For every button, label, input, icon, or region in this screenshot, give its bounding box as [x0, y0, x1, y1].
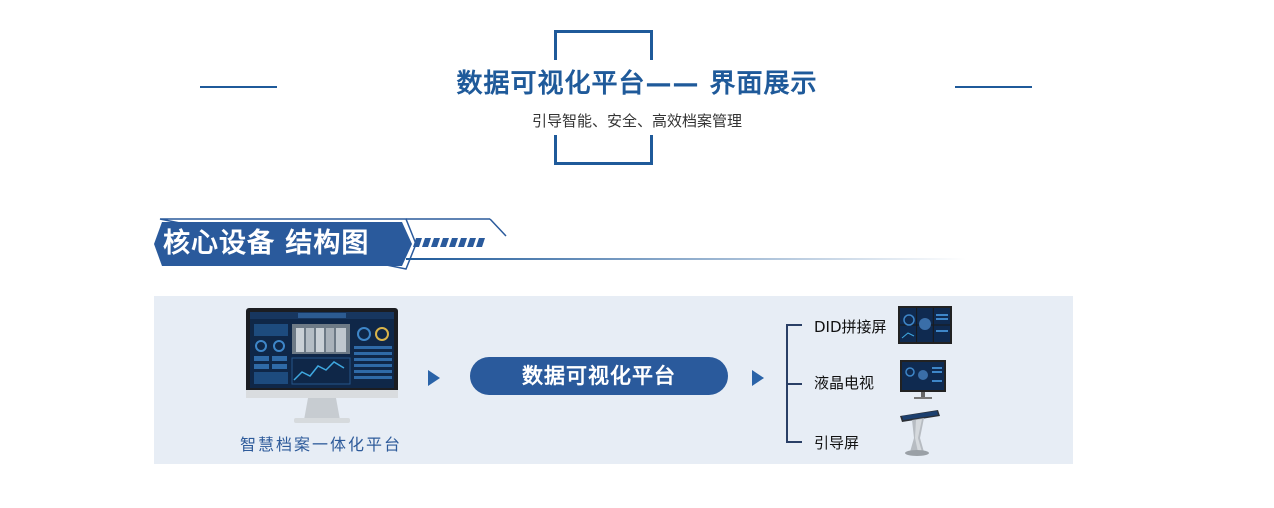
header-line-right — [955, 86, 1032, 88]
center-platform-pill: 数据可视化平台 — [470, 357, 728, 395]
header-frame-top — [554, 30, 653, 60]
page-title: 数据可视化平台—— 界面展示 — [380, 66, 894, 102]
video-wall-icon — [898, 306, 952, 344]
section-title: 核心设备 结构图 — [163, 228, 370, 259]
flow-arrow-1 — [428, 370, 440, 386]
page-subtitle: 引导智能、安全、高效档案管理 — [454, 110, 820, 132]
device-label: 引导屏 — [814, 434, 860, 452]
kiosk-icon — [900, 410, 940, 456]
banner-stripes — [413, 238, 485, 247]
device-label: DID拼接屏 — [814, 318, 887, 336]
header-frame-bottom — [554, 135, 653, 165]
device-bracket-tick — [786, 441, 802, 443]
lcd-tv-icon — [900, 360, 946, 399]
header-line-left — [200, 86, 277, 88]
flow-arrow-2 — [752, 370, 764, 386]
monitor-icon — [246, 308, 398, 423]
device-bracket-tick — [786, 383, 802, 385]
device-label: 液晶电视 — [814, 374, 875, 392]
source-platform-label: 智慧档案一体化平台 — [239, 435, 402, 454]
device-bracket-tick — [786, 324, 802, 326]
section-banner — [154, 218, 966, 270]
